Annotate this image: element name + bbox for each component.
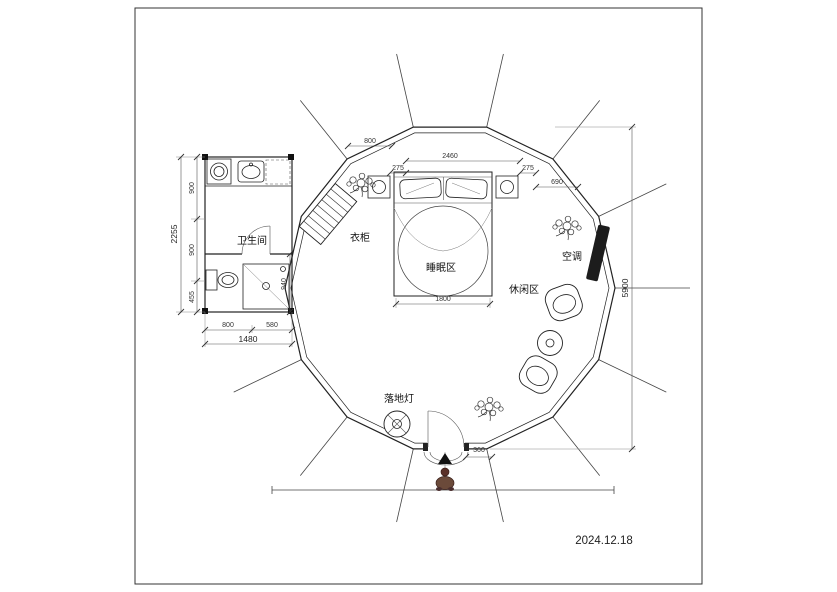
dim-top-2: 2460 [442, 153, 458, 160]
wardrobe [298, 182, 358, 246]
guy-lines [233, 53, 690, 523]
yurt-walls [284, 126, 616, 450]
floor-lamp-label: 落地灯 [384, 392, 414, 405]
plant-icon [552, 215, 582, 241]
dim-bath-seg2: 580 [266, 322, 278, 329]
entrance-arrow-icon [438, 453, 452, 464]
air-conditioner-label: 空调 [562, 250, 582, 263]
pillow-right [445, 177, 488, 200]
dim-bath-total: 1480 [239, 334, 258, 344]
nightstand-right [495, 175, 519, 199]
dim-left-total: 2255 [169, 224, 179, 243]
sheet-border [134, 7, 703, 585]
armchair-bottom [518, 355, 558, 394]
armchair-top [544, 283, 583, 322]
dim-top-3: 275 [522, 165, 534, 172]
room-labels: 卫生间 衣柜 睡眠区 休闲区 空调 落地灯 [237, 231, 582, 405]
wardrobe-label: 衣柜 [350, 231, 370, 244]
leisure-area-label: 休闲区 [509, 283, 539, 296]
plant-icon [346, 172, 376, 198]
plant-icon [474, 396, 504, 422]
sleeping-area-label: 睡眠区 [426, 261, 456, 274]
dimensions: 900 900 455 2255 800 580 1480 940 800 27… [169, 123, 636, 461]
dim-left-seg1: 900 [189, 182, 196, 194]
dim-top-4: 690 [551, 179, 563, 186]
pillow-left [399, 177, 442, 200]
dim-entrance-step: 360 [473, 447, 485, 454]
floor-lamp-symbol [383, 410, 411, 438]
date-stamp: 2024.12.18 [575, 535, 633, 547]
dim-overall-height: 5900 [620, 278, 630, 297]
side-table [537, 330, 563, 356]
person-icon [435, 467, 455, 491]
dim-top-1: 275 [392, 165, 404, 172]
dim-top-0: 800 [364, 138, 376, 145]
bed [393, 171, 493, 297]
dim-bath-seg1: 800 [222, 322, 234, 329]
dim-left-seg3: 455 [189, 291, 196, 303]
dim-bed-width: 1800 [435, 296, 451, 303]
air-conditioner-unit [586, 224, 610, 282]
bathroom-label: 卫生间 [237, 234, 267, 247]
dim-left-seg2: 900 [189, 244, 196, 256]
ground-line [271, 486, 615, 494]
dim-bath-right: 940 [281, 278, 288, 290]
leisure-furniture [518, 283, 583, 394]
